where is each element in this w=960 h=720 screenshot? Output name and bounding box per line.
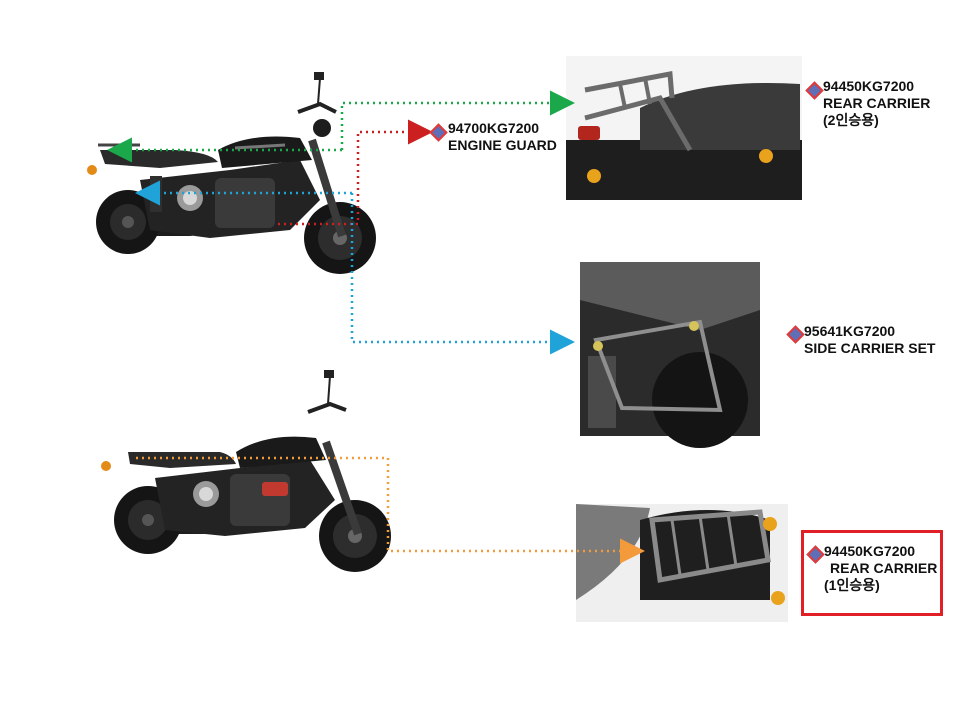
motorcycle-photo-top [87, 72, 376, 274]
part-code: 95641KG7200 [804, 323, 896, 339]
part-name: ENGINE GUARD [448, 137, 557, 153]
arrow-engine-guard [278, 119, 433, 226]
part-name: REAR CARRIER [830, 560, 938, 576]
arrow-rear-carrier-1p [136, 456, 645, 564]
part-photo-rear-carrier-2p [566, 56, 802, 200]
highlight-box [801, 530, 943, 616]
label-rear-carrier-2p: 94450KG7200 REAR CARRIER (2인승용) [823, 78, 930, 129]
label-engine-guard: 94700KG7200 ENGINE GUARD [448, 120, 557, 154]
label-rear-carrier-1p: 94450KG7200 REAR CARRIER (1인승용) [824, 543, 937, 594]
part-name: REAR CARRIER [823, 95, 931, 111]
motorcycle-photo-bottom [101, 370, 391, 572]
part-photo-rear-carrier-1p [576, 504, 788, 622]
arrow-side-carrier [350, 193, 575, 355]
part-code: 94450KG7200 [824, 543, 916, 559]
part-code: 94700KG7200 [448, 120, 540, 136]
part-photo-side-carrier [580, 262, 760, 448]
arrow-rear-carrier-2p [340, 90, 575, 150]
part-code: 94450KG7200 [823, 78, 915, 94]
part-name: SIDE CARRIER SET [804, 340, 936, 356]
label-side-carrier: 95641KG7200 SIDE CARRIER SET [804, 323, 935, 357]
part-note: (2인승용) [823, 112, 879, 128]
part-note: (1인승용) [824, 577, 880, 593]
